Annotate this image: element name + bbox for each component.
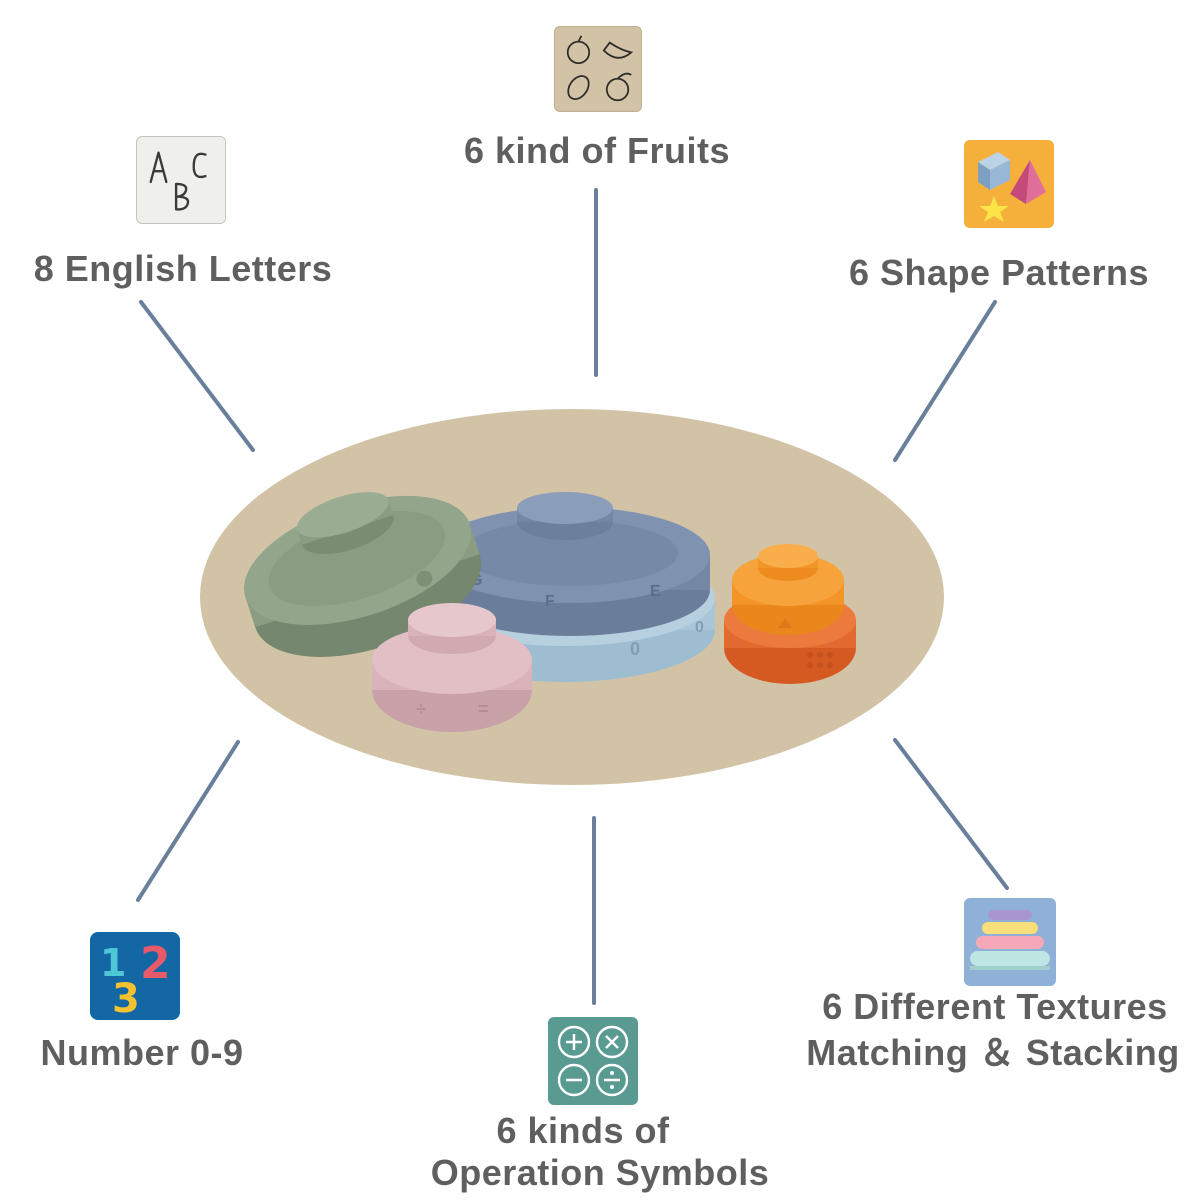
pink-ring: ÷ = xyxy=(372,603,532,732)
connector-lines xyxy=(136,188,1009,1005)
textures-label-line2: Matching ＆ Stacking xyxy=(806,1032,1180,1073)
operation-symbols-icon xyxy=(548,1017,638,1105)
svg-text:0: 0 xyxy=(630,639,640,659)
svg-text:E: E xyxy=(650,583,661,600)
connector-letters xyxy=(139,300,255,452)
green-ring xyxy=(243,492,482,657)
svg-text:F: F xyxy=(545,593,555,610)
orange-ring xyxy=(732,544,844,635)
shapes-icon xyxy=(964,140,1054,228)
svg-text:3: 3 xyxy=(112,976,140,1020)
fruits-label: 6 kind of Fruits xyxy=(463,130,730,171)
connector-shapes xyxy=(893,300,997,462)
svg-text:1: 1 xyxy=(100,941,126,985)
shapes-label: 6 Shape Patterns xyxy=(848,252,1150,293)
abc-letters-icon xyxy=(136,136,226,224)
connector-numbers xyxy=(136,740,240,902)
operations-label-line2: Operation Symbols xyxy=(430,1152,770,1193)
blue-ring: G F E xyxy=(430,492,710,636)
stacking-rings-icon xyxy=(964,898,1056,986)
svg-text:2: 2 xyxy=(140,938,171,989)
letters-label: 8 English Letters xyxy=(33,248,333,289)
svg-text:=: = xyxy=(478,699,489,719)
operations-label-line1: 6 kinds of xyxy=(496,1110,670,1151)
product-photo: 1 0 0 G F E xyxy=(200,409,944,785)
svg-text:÷: ÷ xyxy=(416,699,426,719)
fruits-icon xyxy=(554,26,642,112)
connector-textures xyxy=(893,738,1009,890)
svg-text:0: 0 xyxy=(695,619,704,636)
textures-label-line1: 6 Different Textures xyxy=(822,986,1168,1027)
numbers-label: Number 0-9 xyxy=(40,1032,244,1073)
numbers-icon: 1 2 3 xyxy=(90,932,180,1020)
